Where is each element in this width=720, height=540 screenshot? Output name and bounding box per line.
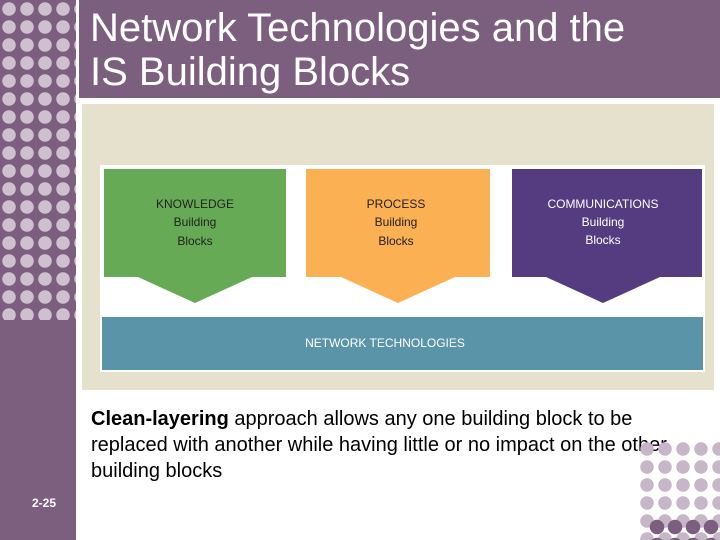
communications-block: COMMUNICATIONS Building Blocks xyxy=(512,169,702,303)
process-block-label-line1: PROCESS xyxy=(367,197,426,211)
process-block-arrow xyxy=(306,169,490,303)
divider-horizontal xyxy=(76,98,720,101)
slide-title: Network Technologies and the IS Building… xyxy=(90,6,710,94)
process-block: PROCESS Building Blocks xyxy=(306,169,490,303)
knowledge-block-label-line2: Building xyxy=(174,215,217,229)
knowledge-block-arrow xyxy=(104,169,286,303)
knowledge-block: KNOWLEDGE Building Blocks xyxy=(104,169,286,303)
communications-block-arrow xyxy=(512,169,702,303)
sidebar xyxy=(0,0,76,540)
title-band xyxy=(76,0,720,100)
slide-title-line2: IS Building Blocks xyxy=(90,50,411,94)
corner-dot-pattern-dark xyxy=(648,518,720,540)
communications-block-label-line3: Blocks xyxy=(585,233,620,247)
caption-emphasis: Clean-layering xyxy=(91,408,229,430)
building-blocks-diagram: KNOWLEDGE Building Blocks PROCESS Buildi… xyxy=(100,165,705,372)
slide-title-line1: Network Technologies and the xyxy=(90,6,626,50)
decorative-dot-pattern xyxy=(0,0,76,320)
network-technologies-label: NETWORK TECHNOLOGIES xyxy=(305,336,465,350)
knowledge-block-label-line3: Blocks xyxy=(177,234,212,248)
diagram-svg: KNOWLEDGE Building Blocks PROCESS Buildi… xyxy=(100,165,705,372)
process-block-label-line3: Blocks xyxy=(378,234,413,248)
process-block-label-line2: Building xyxy=(375,215,418,229)
network-technologies-base: NETWORK TECHNOLOGIES xyxy=(102,317,703,370)
communications-block-label-line1: COMMUNICATIONS xyxy=(547,197,658,211)
communications-block-label-line2: Building xyxy=(582,215,625,229)
network-technologies-bar xyxy=(102,317,703,370)
caption-text: Clean-layering approach allows any one b… xyxy=(91,406,701,484)
divider-vertical xyxy=(76,0,79,512)
caption-rest: approach allows any one building block t… xyxy=(91,408,667,482)
knowledge-block-label-line1: KNOWLEDGE xyxy=(156,197,234,211)
slide-number: 2-25 xyxy=(32,496,57,510)
